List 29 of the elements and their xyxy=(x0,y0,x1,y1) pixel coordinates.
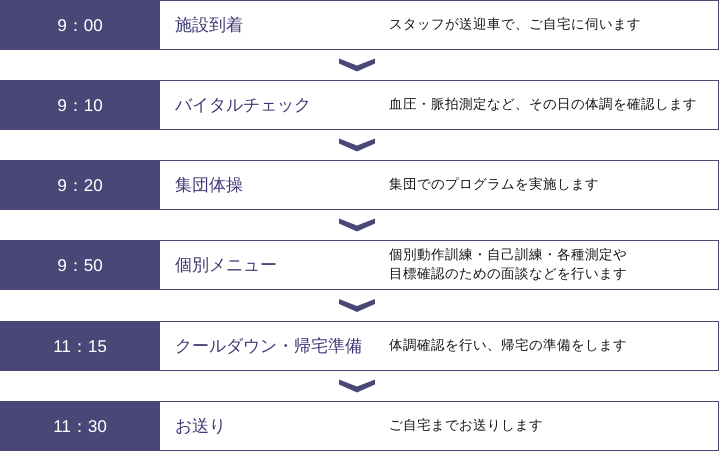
chevron-arrow xyxy=(339,380,375,392)
step-box xyxy=(0,401,719,451)
step-box xyxy=(0,80,719,130)
time-band: 11：30 xyxy=(0,401,160,451)
time-band: 9：10 xyxy=(0,80,160,130)
step-box xyxy=(0,321,719,371)
step-box xyxy=(0,160,719,210)
step-description: 体調確認を行い、帰宅の準備をします xyxy=(389,336,627,356)
step-description: スタッフが送迎車で、ご自宅に伺います xyxy=(389,16,641,34)
step-title: お送り xyxy=(175,416,226,438)
chevron-arrow xyxy=(339,138,375,152)
step-description: 血圧・脈拍測定など、その日の体調を確認します xyxy=(389,96,697,114)
step-description: ご自宅までお送りします xyxy=(389,416,543,436)
chevron-arrow xyxy=(339,299,375,312)
step-box xyxy=(0,0,719,50)
step-title: 個別メニュー xyxy=(175,254,277,276)
time-band: 11：15 xyxy=(0,321,160,371)
step-title: クールダウン・帰宅準備 xyxy=(175,336,362,358)
step-box xyxy=(0,240,719,290)
time-band: 9：00 xyxy=(0,0,160,50)
time-band: 9：50 xyxy=(0,240,160,290)
time-band: 9：20 xyxy=(0,160,160,210)
step-description: 集団でのプログラムを実施します xyxy=(389,176,599,194)
step-title: 集団体操 xyxy=(175,174,243,196)
step-title: バイタルチェック xyxy=(175,94,311,116)
chevron-arrow xyxy=(339,218,375,232)
step-title: 施設到着 xyxy=(175,14,243,36)
chevron-arrow xyxy=(339,58,375,72)
step-description: 個別動作訓練・自己訓練・各種測定や目標確認のための面談などを行います xyxy=(389,246,628,284)
